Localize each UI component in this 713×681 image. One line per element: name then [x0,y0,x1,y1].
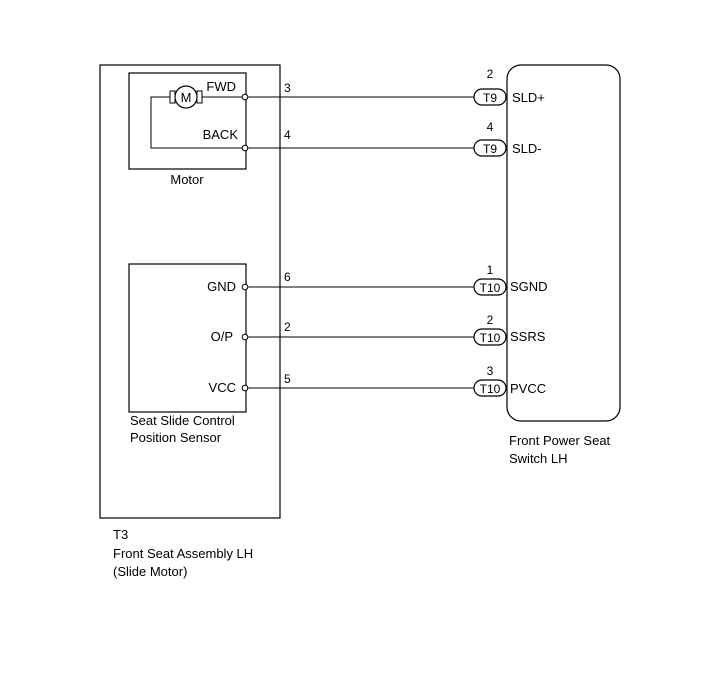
motor-label: Motor [170,172,204,187]
switch-terminal-label: SLD+ [512,90,545,105]
terminal-dot [241,144,249,152]
wire-pvcc: 5 3 T10 PVCC [241,364,546,397]
assembly-pin-number: 5 [284,372,291,386]
motor-box [128,72,247,170]
wire-sld-minus: 4 4 T9 SLD- [241,120,542,157]
connector-code: T10 [480,331,501,345]
switch-pin-number: 3 [487,364,494,378]
sensor-gnd-label: GND [207,279,236,294]
connector-code: T9 [483,142,497,156]
switch-terminal-label: SSRS [510,329,546,344]
switch-box [506,64,621,422]
switch-terminal-label: SLD- [512,141,542,156]
switch-pin-number: 2 [487,313,494,327]
switch-name-line1: Front Power Seat [509,433,611,448]
wire-sld-plus: 3 2 T9 SLD+ [241,67,545,106]
terminal-dot [241,283,249,291]
switch-pin-number: 2 [487,67,494,81]
assembly-pin-number: 3 [284,81,291,95]
motor-internal-wire [150,96,245,149]
connector-code: T10 [480,382,501,396]
switch-terminal-label: PVCC [510,381,546,396]
sensor-op-label: O/P [211,329,233,344]
assembly-pin-number: 2 [284,320,291,334]
sensor-name-line1: Seat Slide Control [130,413,235,428]
connector-code: T9 [483,91,497,105]
wire-ssrs: 2 2 T10 SSRS [241,313,546,346]
assembly-pin-number: 4 [284,128,291,142]
terminal-dot [241,333,249,341]
connector-code: T10 [480,281,501,295]
motor-fwd-label: FWD [206,79,236,94]
switch-pin-number: 4 [487,120,494,134]
connector-badge [473,278,507,296]
wire-sgnd: 6 1 T10 SGND [241,263,548,296]
switch-terminal-label: SGND [510,279,548,294]
terminal-dot [241,384,249,392]
motor-symbol-icon: M [169,85,203,109]
sensor-vcc-label: VCC [209,380,236,395]
assembly-name-line2: (Slide Motor) [113,564,187,579]
connector-badge [473,139,507,157]
switch-pin-number: 1 [487,263,494,277]
assembly-pin-number: 6 [284,270,291,284]
assembly-name-line1: Front Seat Assembly LH [113,546,253,561]
assembly-box [99,64,281,519]
motor-back-label: BACK [203,127,239,142]
sensor-name-line2: Position Sensor [130,430,222,445]
terminal-dot [241,93,249,101]
motor-symbol-letter: M [181,90,192,105]
switch-name-line2: Switch LH [509,451,568,466]
connector-badge [473,379,507,397]
connector-badge [473,328,507,346]
assembly-code: T3 [113,527,128,542]
connector-badge [473,88,507,106]
